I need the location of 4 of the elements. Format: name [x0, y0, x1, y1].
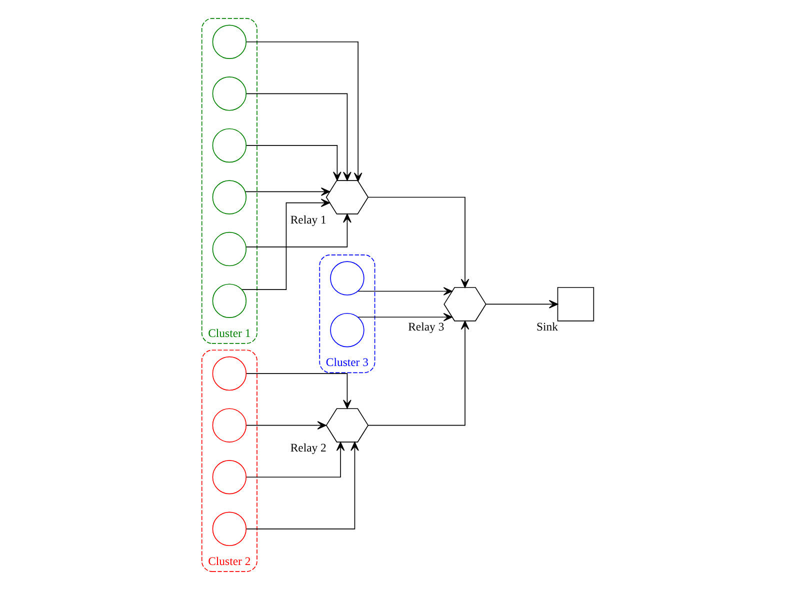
node-label: Relay 1 — [290, 213, 326, 226]
node-label: Sink — [536, 320, 558, 334]
node-label: Relay 3 — [408, 320, 444, 334]
node-label: Relay 2 — [290, 441, 326, 454]
